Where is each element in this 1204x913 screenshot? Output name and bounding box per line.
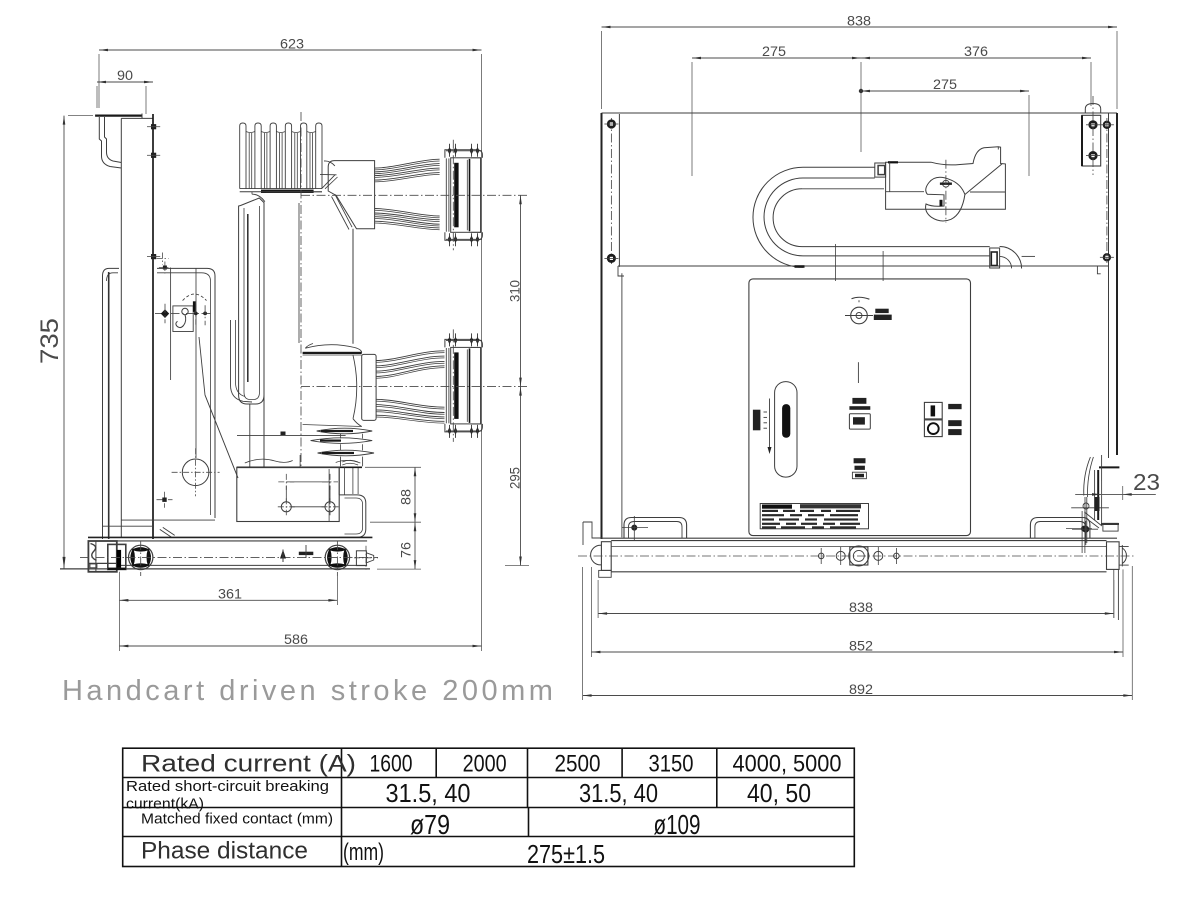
svg-text:31.5, 40: 31.5, 40 <box>386 778 471 808</box>
svg-text:838: 838 <box>849 599 873 615</box>
svg-text:ø79: ø79 <box>410 809 450 840</box>
svg-text:(mm): (mm) <box>343 839 384 866</box>
svg-text:376: 376 <box>964 43 988 59</box>
svg-text:90: 90 <box>117 67 133 83</box>
svg-text:4000, 5000: 4000, 5000 <box>733 751 842 778</box>
svg-text:1600: 1600 <box>370 751 413 778</box>
svg-text:Phase distance: Phase distance <box>141 838 308 865</box>
svg-text:295: 295 <box>507 467 523 489</box>
svg-text:735: 735 <box>36 318 64 364</box>
svg-text:852: 852 <box>849 638 873 654</box>
svg-text:31.5, 40: 31.5, 40 <box>579 778 658 808</box>
svg-text:586: 586 <box>284 631 308 647</box>
svg-text:Rated current (A): Rated current (A) <box>141 751 356 778</box>
svg-text:892: 892 <box>849 681 873 697</box>
svg-text:23: 23 <box>1133 469 1160 495</box>
svg-text:Matched fixed contact (mm): Matched fixed contact (mm) <box>141 811 333 828</box>
svg-text:76: 76 <box>398 542 414 558</box>
svg-text:ø109: ø109 <box>654 809 701 840</box>
svg-text:40, 50: 40, 50 <box>747 778 811 808</box>
svg-text:3150: 3150 <box>649 751 694 778</box>
svg-text:2000: 2000 <box>463 751 507 778</box>
svg-text:275: 275 <box>762 43 786 59</box>
svg-text:623: 623 <box>280 36 304 52</box>
svg-text:275±1.5: 275±1.5 <box>527 839 605 869</box>
svg-text:Rated short-circuit breaking: Rated short-circuit breaking <box>126 779 329 795</box>
svg-text:310: 310 <box>507 280 523 302</box>
svg-text:2500: 2500 <box>555 751 601 778</box>
svg-text:838: 838 <box>847 13 871 29</box>
svg-text:361: 361 <box>218 586 242 602</box>
svg-text:88: 88 <box>398 489 414 505</box>
svg-text:275: 275 <box>933 76 957 92</box>
svg-text:Handcart driven stroke 200mm: Handcart driven stroke 200mm <box>62 675 556 707</box>
